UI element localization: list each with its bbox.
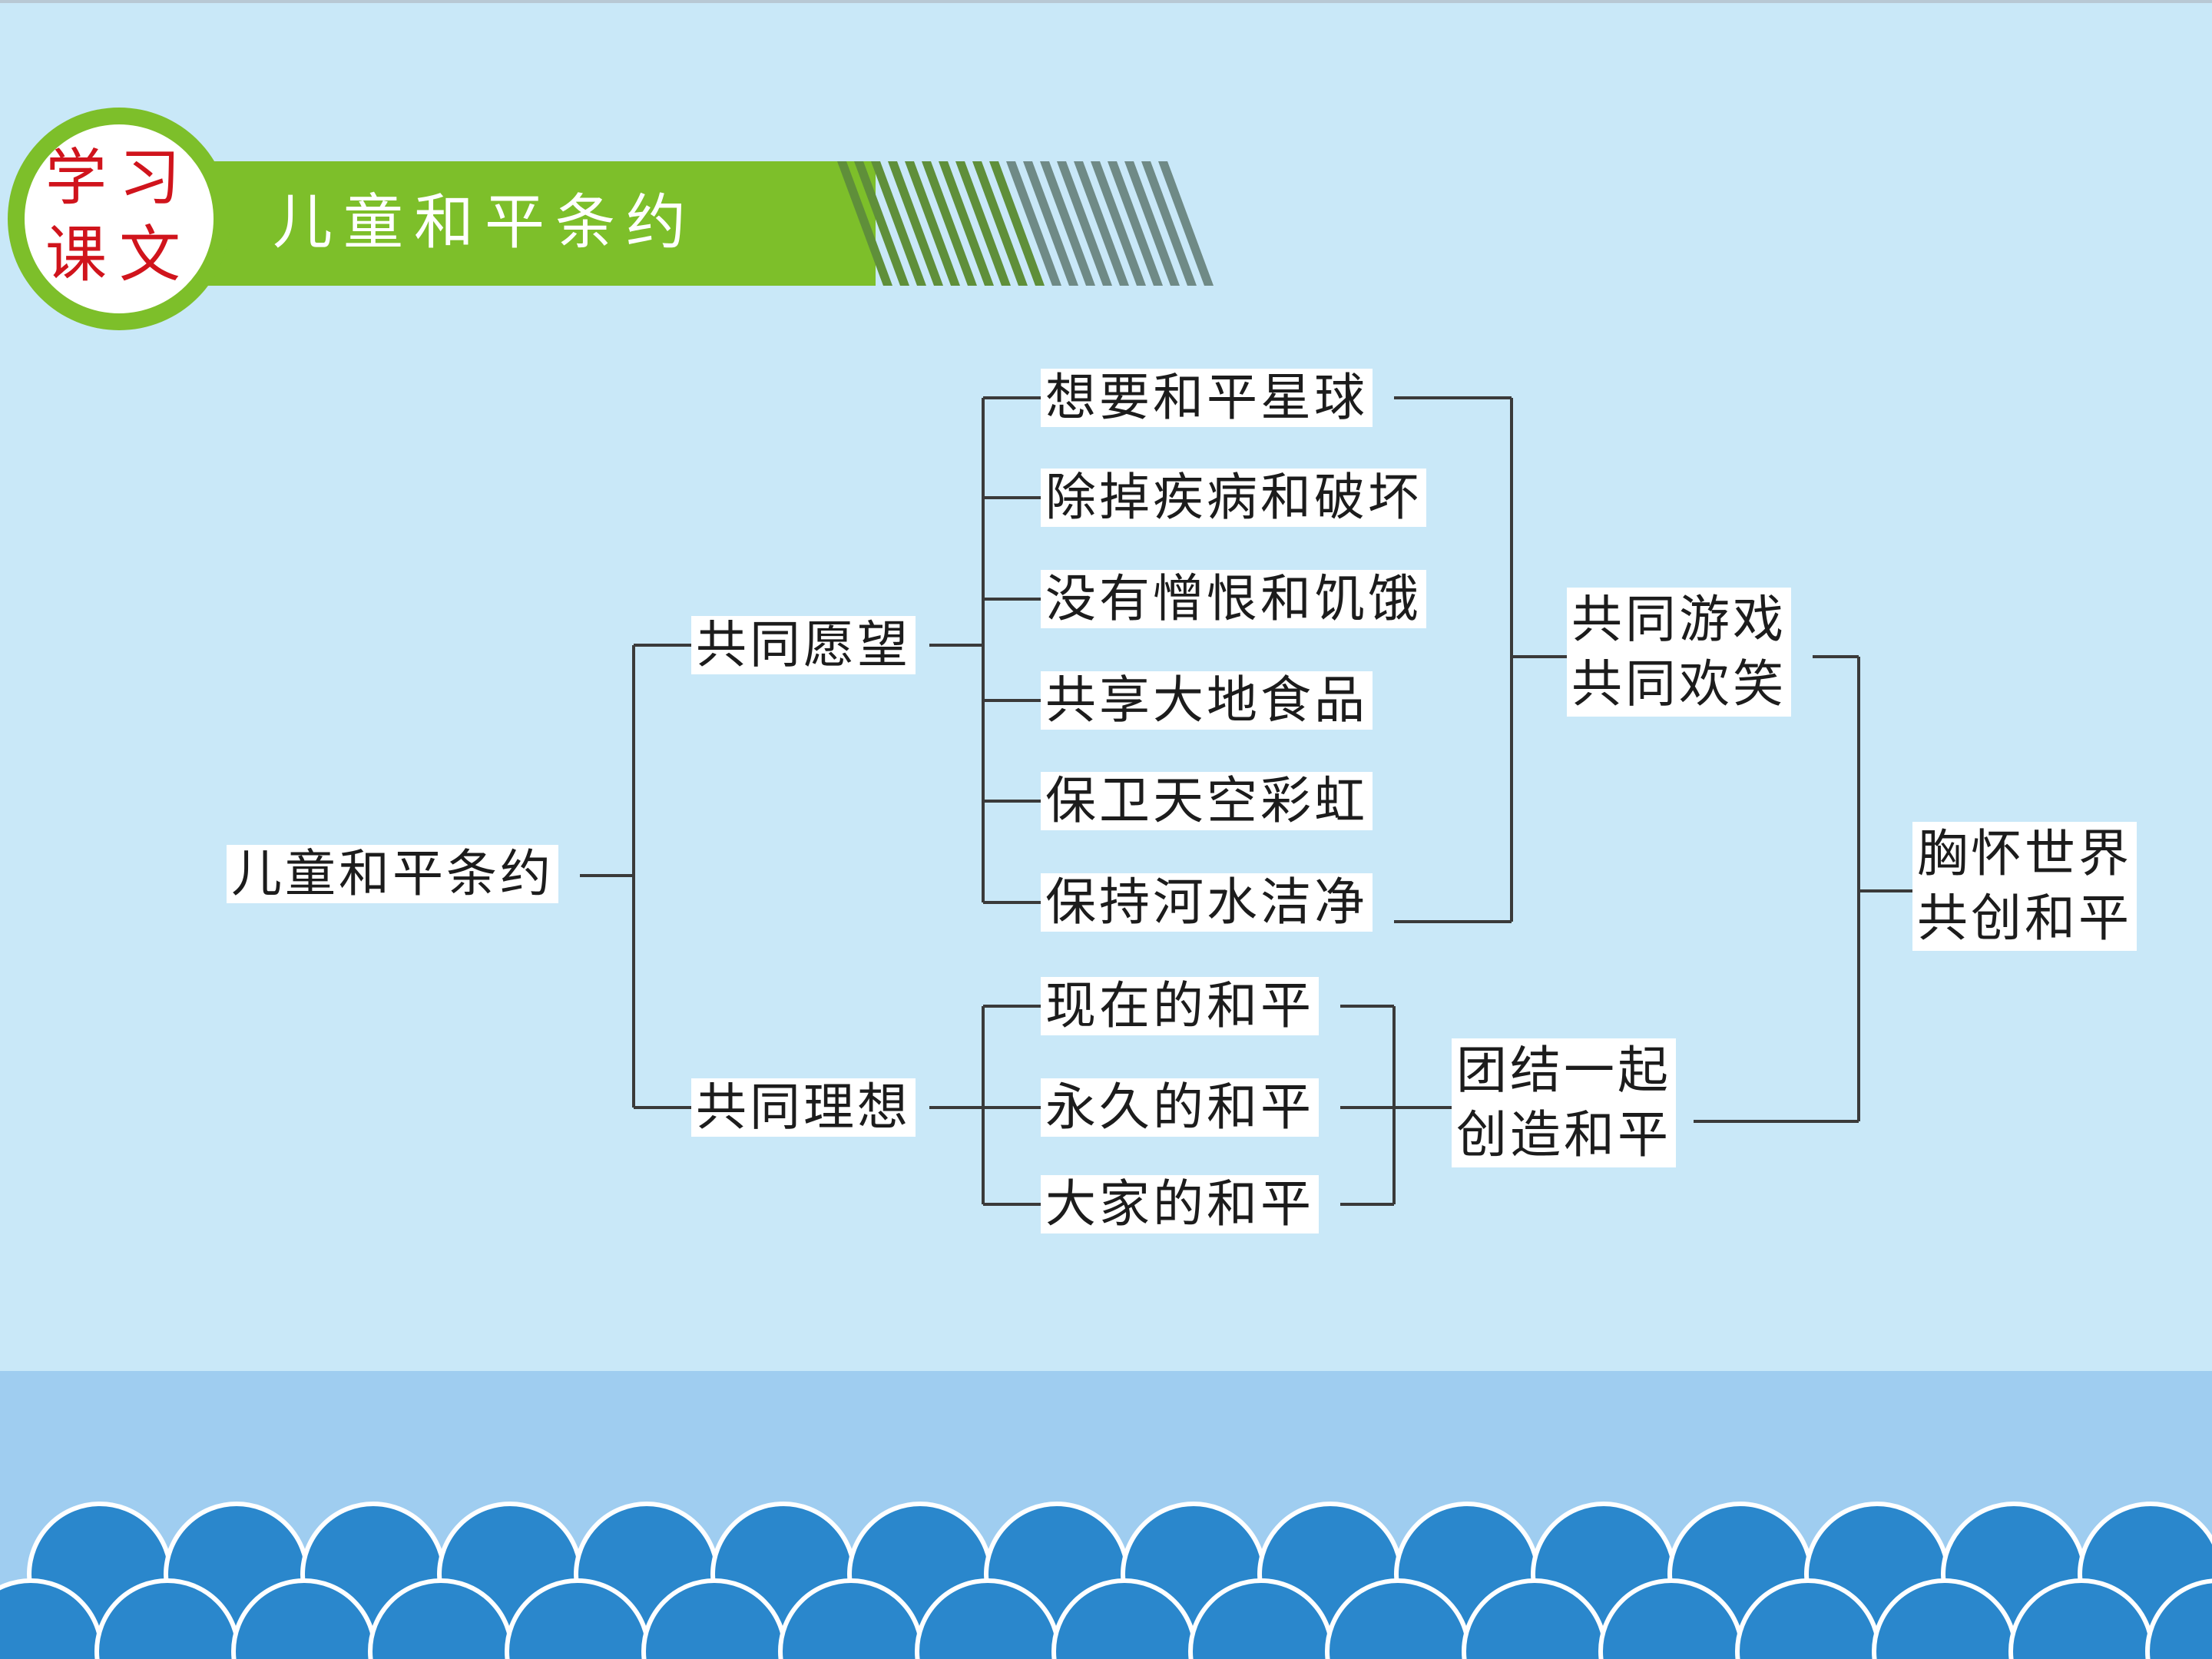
wish-item: 共享大地食品	[1041, 671, 1373, 730]
banner-stripe	[837, 161, 892, 286]
banner-stripe	[854, 161, 909, 286]
banner-stripe	[922, 161, 977, 286]
final-line: 胸怀世界	[1917, 824, 2132, 883]
banner-stripe	[1091, 161, 1146, 286]
lesson-badge: 学习 课文	[8, 108, 230, 330]
banner-stripe	[1141, 161, 1197, 286]
ideal-item: 现在的和平	[1041, 977, 1319, 1035]
banner-title: 儿童和平条约	[273, 188, 697, 257]
banner-stripe	[939, 161, 994, 286]
banner-stripe	[905, 161, 960, 286]
banner-stripes	[837, 161, 1214, 286]
wave-decoration	[0, 1502, 2212, 1659]
ideal-item: 大家的和平	[1041, 1175, 1319, 1233]
wish-item: 除掉疾病和破坏	[1041, 469, 1426, 527]
banner-stripe	[1006, 161, 1061, 286]
wish-result-node: 共同游戏 共同欢笑	[1567, 588, 1791, 717]
final-node: 胸怀世界 共创和平	[1912, 822, 2137, 951]
connector-lines	[580, 396, 1912, 1206]
banner-stripe	[871, 161, 926, 286]
ideal-item: 永久的和平	[1041, 1078, 1319, 1137]
title-banner	[138, 161, 876, 286]
badge-inner: 学习 课文	[25, 124, 214, 313]
ideal-result-node: 团结一起 创造和平	[1452, 1038, 1676, 1167]
banner-stripe	[955, 161, 1011, 286]
wave-scallop	[2145, 1578, 2212, 1659]
banner-stripe	[1023, 161, 1078, 286]
banner-stripe	[888, 161, 943, 286]
final-line: 共创和平	[1917, 889, 2132, 948]
ideal-result-line: 团结一起	[1456, 1041, 1671, 1100]
root-node: 儿童和平条约	[227, 845, 558, 903]
banner-stripe	[1124, 161, 1180, 286]
wish-result-line: 共同欢笑	[1571, 654, 1786, 714]
wish-item: 想要和平星球	[1041, 369, 1373, 427]
wish-item: 没有憎恨和饥饿	[1041, 570, 1426, 628]
branch-wish-node: 共同愿望	[691, 616, 916, 674]
wish-item: 保卫天空彩虹	[1041, 772, 1373, 830]
branch-ideal-node: 共同理想	[691, 1078, 916, 1137]
wish-result-line: 共同游戏	[1571, 590, 1786, 649]
banner-stripe	[1040, 161, 1095, 286]
banner-stripe	[972, 161, 1028, 286]
ideal-result-line: 创造和平	[1456, 1105, 1671, 1164]
banner-stripe	[1158, 161, 1214, 286]
wish-item: 保持河水洁净	[1041, 873, 1373, 932]
banner-stripe	[1108, 161, 1163, 286]
banner-stripe	[1074, 161, 1129, 286]
badge-line-2: 课文	[45, 219, 193, 290]
badge-line-1: 学习	[45, 142, 193, 214]
banner-stripe	[1057, 161, 1112, 286]
banner-stripe	[989, 161, 1045, 286]
